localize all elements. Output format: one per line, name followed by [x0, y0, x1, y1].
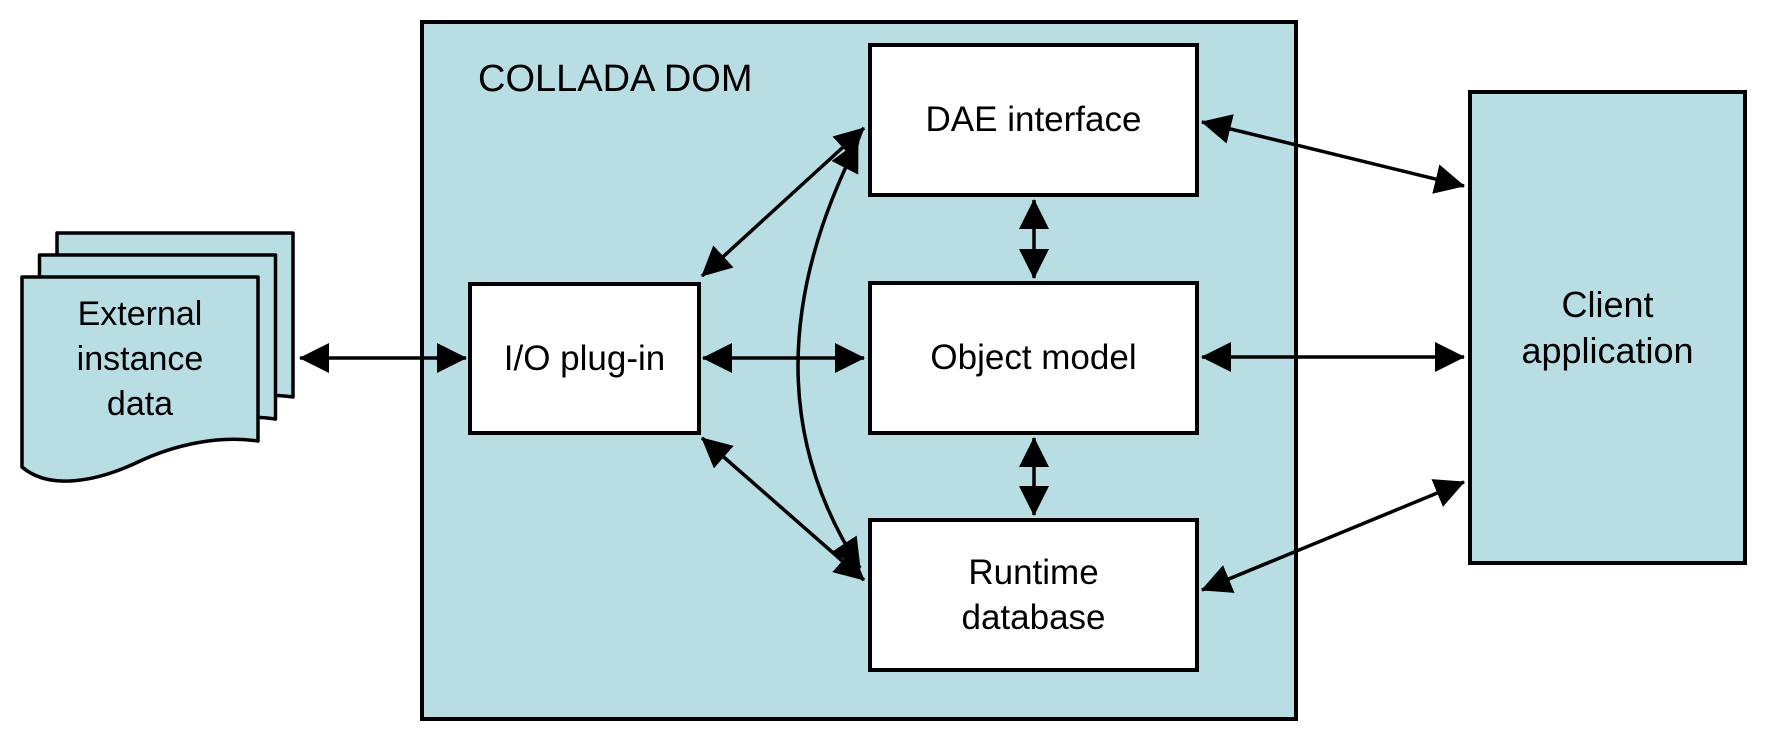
collada-dom-container-label: COLLADA DOM [478, 58, 753, 100]
node-dae-interface: DAE interface [868, 43, 1199, 197]
external-label-line3: data [106, 385, 174, 423]
client-application-label-line1: Client [1561, 283, 1654, 325]
client-application-label-line2: application [1521, 329, 1694, 371]
external-label-line2: instance [76, 340, 204, 378]
io-plugin-label: I/O plug-in [503, 338, 666, 378]
external-label-line1: External [77, 295, 203, 333]
dae-interface-label: DAE interface [925, 100, 1142, 139]
object-model-label: Object model [930, 338, 1137, 377]
node-runtime-database: Runtime database [868, 518, 1199, 672]
external-instance-data-label: External instance data [22, 292, 258, 427]
node-object-model: Object model [868, 281, 1199, 435]
runtime-database-label-line2: database [961, 598, 1106, 637]
runtime-database-label-line1: Runtime [968, 553, 1099, 592]
node-io-plugin: I/O plug-in [468, 282, 701, 435]
node-client-application: Client application [1468, 90, 1747, 565]
